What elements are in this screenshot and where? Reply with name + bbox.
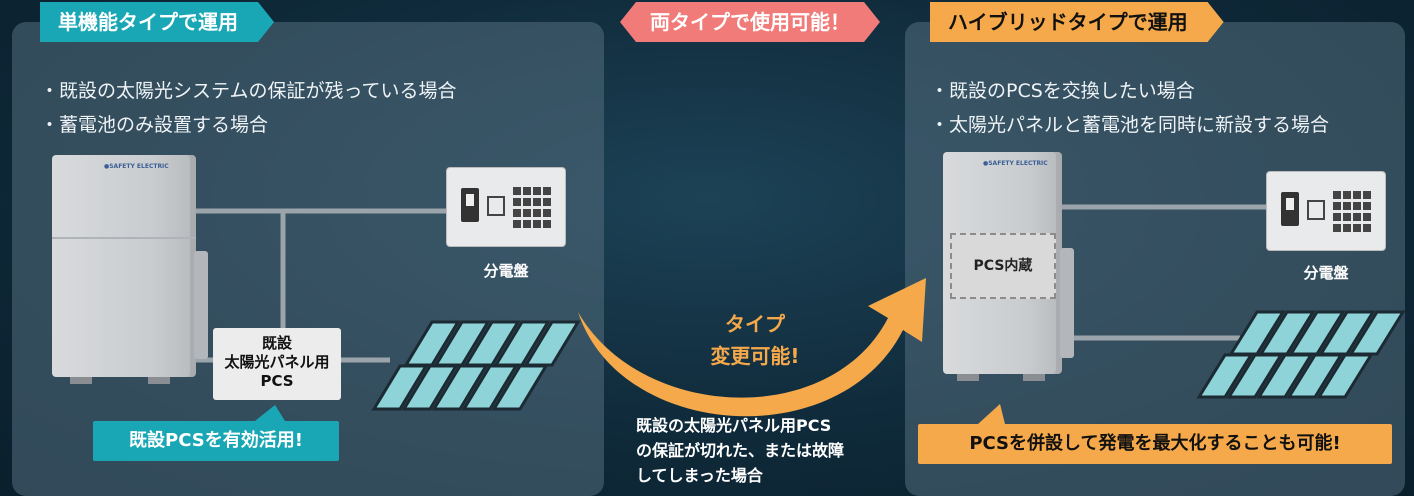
type-change-label: タイプ 変更可能! bbox=[690, 308, 820, 372]
existing-pcs-box: 既設 太陽光パネル用 PCS bbox=[213, 328, 341, 400]
single-function-title: 単機能タイプで運用 bbox=[40, 2, 274, 42]
existing-pcs-line: 既設 bbox=[261, 334, 292, 352]
condition-item: 既設の太陽光システムの保証が残っている場合 bbox=[40, 74, 456, 108]
distribution-board-icon bbox=[1266, 171, 1386, 251]
both-types-title: 両タイプで使用可能！ bbox=[620, 2, 880, 42]
brand-logo: ●SAFETY ELECTRIC bbox=[104, 163, 169, 170]
note-line: してしまった場合 bbox=[636, 466, 763, 485]
right-wiring bbox=[1062, 204, 1266, 341]
hybrid-conditions: 既設のPCSを交換したい場合 太陽光パネルと蓄電池を同時に新設する場合 bbox=[930, 74, 1329, 142]
right-solar-panels-icon bbox=[1196, 310, 1406, 399]
condition-item: 太陽光パネルと蓄電池を同時に新設する場合 bbox=[930, 108, 1329, 142]
distribution-board-label: 分電盤 bbox=[1303, 264, 1349, 282]
existing-pcs-line: PCS bbox=[260, 372, 294, 390]
condition-item: 既設のPCSを交換したい場合 bbox=[930, 74, 1329, 108]
teal-callout-tail bbox=[255, 405, 285, 421]
brand-logo: ●SAFETY ELECTRIC bbox=[983, 160, 1048, 167]
builtin-pcs-label: PCS内蔵 bbox=[950, 233, 1056, 299]
maximize-generation-callout: PCSを併設して発電を最大化することも可能! bbox=[918, 424, 1392, 464]
condition-item: 蓄電池のみ設置する場合 bbox=[40, 108, 457, 142]
note-line: の保証が切れた、または故障 bbox=[636, 441, 845, 460]
reuse-pcs-callout: 既設PCSを有効活用! bbox=[93, 421, 339, 461]
left-solar-panels-icon bbox=[371, 320, 581, 411]
battery-unit-icon: ●SAFETY ELECTRIC bbox=[52, 155, 208, 384]
single-function-conditions: 既設の太陽光システムの保証が残っている場合 蓄電池のみ設置する場合 bbox=[40, 74, 457, 142]
type-change-arrow-icon bbox=[578, 278, 926, 417]
distribution-board-label: 分電盤 bbox=[483, 262, 529, 280]
orange-callout-tail bbox=[978, 404, 1005, 424]
type-change-line: タイプ bbox=[725, 312, 785, 336]
note-line: 既設の太陽光パネル用PCS bbox=[636, 416, 832, 435]
left-wiring bbox=[196, 208, 446, 363]
existing-pcs-line: 太陽光パネル用 bbox=[224, 353, 330, 371]
distribution-board-icon bbox=[446, 167, 566, 247]
hybrid-title: ハイブリッドタイプで運用 bbox=[930, 2, 1224, 42]
warranty-expired-note: 既設の太陽光パネル用PCS の保証が切れた、または故障 してしまった場合 bbox=[636, 413, 886, 488]
type-change-line: 変更可能! bbox=[710, 344, 800, 368]
